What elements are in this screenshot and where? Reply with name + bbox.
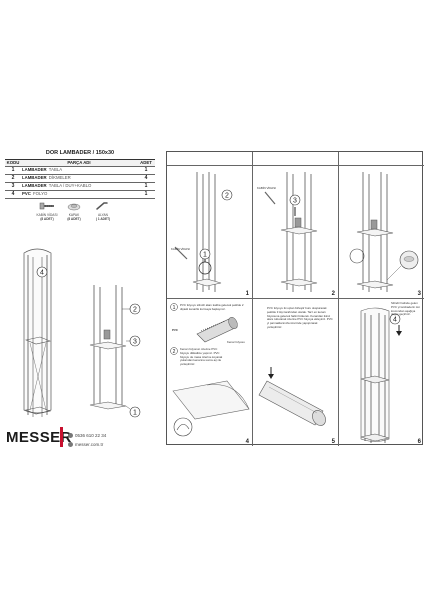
row-code: 3 xyxy=(5,182,21,191)
row-name: LAMBADER TABLA / DUY+KABLO xyxy=(21,182,137,191)
step-number: 3 xyxy=(417,291,421,297)
phone-icon xyxy=(68,433,73,438)
parts-table-title: DOR LAMBADER / 150x30 xyxy=(5,150,155,160)
step-4-text-a: PVC folyoyu silindir alanı kalıba gelece… xyxy=(180,303,244,311)
hardware-cap: KAPAK (8 ADET) xyxy=(57,200,91,221)
step-number: 5 xyxy=(331,439,335,445)
contact-web: messer.com.tr xyxy=(68,441,106,450)
table-row: 3 LAMBADER TABLA / DUY+KABLO 1 xyxy=(5,182,155,191)
overview-drawings: 4 2 3 1 xyxy=(20,245,170,425)
part-name: PVC xyxy=(22,191,31,197)
row-code: 2 xyxy=(5,174,21,183)
step-panel-5: PVC folyoyu iki uçtan birleştir buru olu… xyxy=(253,299,339,446)
row-qty: 1 xyxy=(137,190,155,199)
assembly-steps: 2 1 KABİN VİDASI 1 3 KABİN VİDASI 2 xyxy=(166,151,424,446)
step-header-band xyxy=(167,152,252,166)
web-text: messer.com.tr xyxy=(75,441,104,447)
step-header-band xyxy=(253,152,338,166)
part-desc: TABLA / DUY+KABLO xyxy=(48,183,92,189)
step-4-callout-1: 1 xyxy=(173,305,176,311)
hardware-name: KABİN VİDASI xyxy=(36,213,58,217)
assembled-lamp xyxy=(23,248,52,417)
row-name: LAMBADER DİKMELER xyxy=(21,174,137,183)
step-panel-6: 4 Silindir halinde gelen PVC yi lambader… xyxy=(339,299,424,446)
row-qty: 4 xyxy=(137,174,155,183)
row-code: 4 xyxy=(5,190,21,199)
step-5-text-a: PVC folyoyu iki uçtan birleştir buru olu… xyxy=(267,306,333,329)
step-3-figure xyxy=(349,172,419,292)
part-desc: FOLYO xyxy=(33,191,48,197)
row-qty: 1 xyxy=(137,182,155,191)
part-desc: TABLA xyxy=(48,167,63,173)
hardware-name: KAPAK xyxy=(68,213,80,217)
step-panel-4: 1 2 PVC folyoyu silindir alanı kalıba ge… xyxy=(167,299,253,446)
hardware-screw: KABİN VİDASI (8 ADET) xyxy=(30,200,64,221)
row-code: 1 xyxy=(5,166,21,175)
step-number: 1 xyxy=(245,291,249,297)
step-2-figure: 3 xyxy=(264,172,318,292)
callout-1-text: 1 xyxy=(133,410,137,417)
step-panel-2: 3 KABİN VİDASI 2 xyxy=(253,152,339,299)
allen-key-icon xyxy=(96,202,108,210)
hardware-qty: (8 ADET) xyxy=(40,216,54,221)
contact-phone: 0536 610 22 34 xyxy=(68,432,106,441)
lamp-overview-figure: 4 2 3 1 xyxy=(23,248,141,418)
step-1-callout-1: 1 xyxy=(203,252,207,259)
step-4-callout-2: 2 xyxy=(173,349,176,355)
brand-accent-bar xyxy=(60,427,63,447)
brand-logo: MESSER xyxy=(6,429,72,446)
contact-info: 0536 610 22 34 messer.com.tr xyxy=(68,432,106,449)
table-row: 2 LAMBADER DİKMELER 4 xyxy=(5,174,155,183)
part-name: LAMBADER xyxy=(22,183,47,189)
header-qty: ADET xyxy=(137,159,155,167)
callout-4: 4 xyxy=(36,266,48,278)
parts-table: DOR LAMBADER / 150x30 KODU PARÇA ADI ADE… xyxy=(5,150,155,199)
step-4-pvc-label: PVC xyxy=(172,328,178,332)
step-4-figure: 1 2 xyxy=(170,303,250,437)
step-6-text-a: Silindir halinde gelen PVC yi lambaderin… xyxy=(391,301,420,317)
step-6-callout-4: 4 xyxy=(393,317,397,324)
cap-icon xyxy=(67,203,81,211)
step-1-figure: 2 1 xyxy=(174,172,233,292)
step-6-figure: 4 xyxy=(360,307,402,443)
callout-1: 1 xyxy=(125,405,141,418)
step-1-callout-2: 2 xyxy=(225,193,229,200)
row-name: PVC FOLYO xyxy=(21,190,137,199)
table-row: 1 LAMBADER TABLA 1 xyxy=(5,166,155,175)
hardware-qty: (8 ADET) xyxy=(67,216,81,221)
step-5-figure xyxy=(258,367,326,426)
step-4-kenar-label: Kenar folyosu xyxy=(227,340,245,344)
step-number: 2 xyxy=(331,291,335,297)
screw-icon xyxy=(39,202,54,210)
globe-icon xyxy=(68,441,73,447)
hardware-qty: ( 1 ADET) xyxy=(95,216,111,221)
part-name: LAMBADER xyxy=(22,167,47,173)
callout-3: 3 xyxy=(126,335,141,347)
step-number: 6 xyxy=(417,439,421,445)
phone-text: 0536 610 22 34 xyxy=(75,433,107,438)
callout-2: 2 xyxy=(122,303,141,315)
step-panel-1: 2 1 KABİN VİDASI 1 xyxy=(167,152,253,299)
step-4-text-b: Kenarı folyonun üzerine PVC folyoyu dikk… xyxy=(180,347,223,367)
hardware-name: ALYAN xyxy=(98,213,108,217)
exploded-frame xyxy=(89,285,127,410)
step-2-callout-3: 3 xyxy=(293,198,297,205)
callout-3-text: 3 xyxy=(133,339,137,346)
row-qty: 1 xyxy=(137,166,155,175)
row-name: LAMBADER TABLA xyxy=(21,166,137,175)
step-2-label: KABİN VİDASI xyxy=(257,186,276,190)
header-name: PARÇA ADI xyxy=(21,159,137,167)
header-code: KODU xyxy=(5,159,21,167)
step-panel-3: 3 xyxy=(339,152,424,299)
step-header-band xyxy=(339,152,424,166)
step-1-label: KABİN VİDASI xyxy=(171,247,190,251)
table-row: 4 PVC FOLYO 1 xyxy=(5,190,155,199)
callout-2-text: 2 xyxy=(133,307,137,314)
hardware-allen-key: ALYAN ( 1 ADET) xyxy=(86,200,120,221)
part-desc: DİKMELER xyxy=(48,175,71,181)
callout-4-text: 4 xyxy=(40,270,44,277)
part-name: LAMBADER xyxy=(22,175,47,181)
step-number: 4 xyxy=(245,439,249,445)
